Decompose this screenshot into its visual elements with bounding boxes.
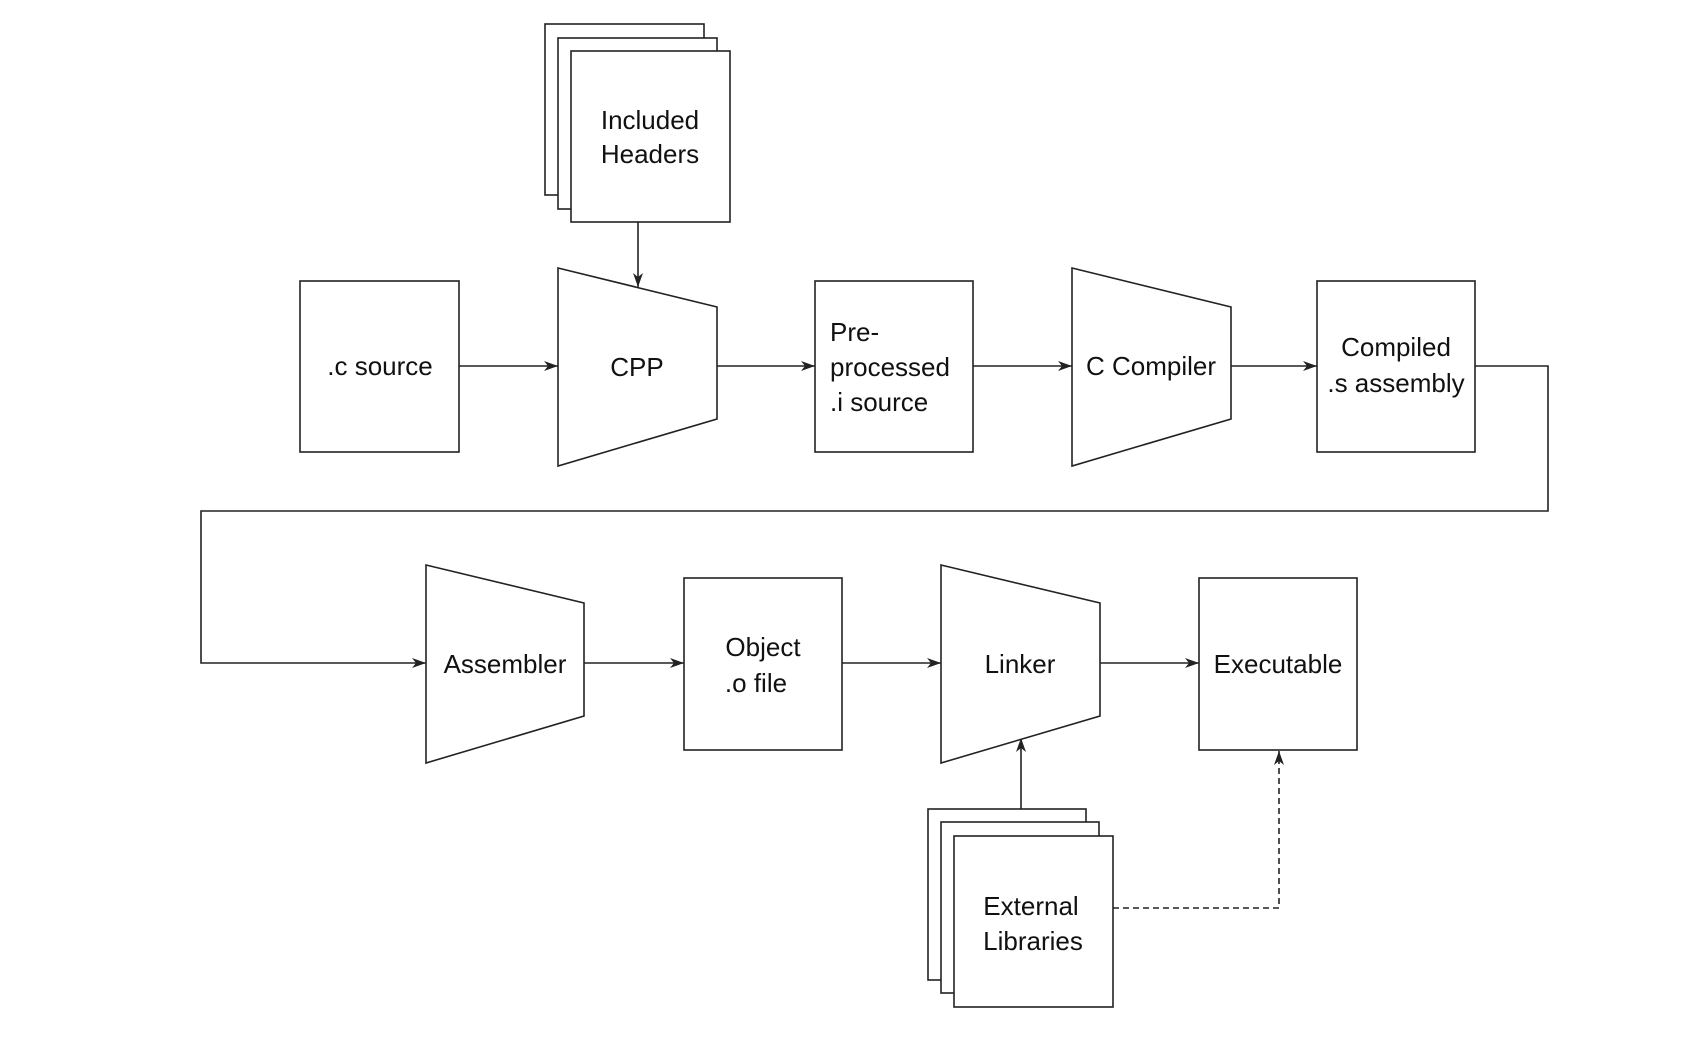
edge-libraries-to-executable [1113,751,1284,909]
document-front-sheet [953,835,1114,1008]
compiled-label-line-1: Compiled [1341,332,1451,362]
preprocessed-box [814,280,974,453]
preprocessed-label-line-1: Pre- [830,317,879,347]
executable-label: Executable [1214,649,1343,679]
external-libraries-node: External Libraries [927,808,1114,1008]
assembler-label: Assembler [444,649,567,679]
compiled-box [1316,280,1476,453]
cpp-node: CPP [557,266,718,468]
executable-node: Executable [1198,577,1358,751]
cpp-label: CPP [610,352,663,382]
preprocessed-label-line-3: .i source [830,387,928,417]
document-front-sheet [570,50,731,223]
included-headers-label-line-1: Included [601,105,699,135]
c-source-node: .c source [299,280,460,453]
compiled-node: Compiled .s assembly [1316,280,1476,453]
preprocessed-label-line-2: processed [830,352,950,382]
linker-trapezoid [940,563,1101,765]
included-headers-node: Included Headers [544,23,731,223]
c-compiler-label: C Compiler [1086,351,1216,381]
c-source-label: .c source [327,351,433,381]
object-node: Object .o file [683,577,843,751]
executable-box [1198,577,1358,751]
connectors [200,221,1549,909]
edge-compiled-to-assembler [200,365,1549,668]
c-compiler-node: C Compiler [1071,266,1232,468]
c-source-box [299,280,460,453]
compiled-label-line-2: .s assembly [1327,368,1464,398]
cpp-trapezoid [557,266,718,468]
preprocessed-node: Pre- processed .i source [814,280,974,453]
object-label-line-1: Object [725,632,801,662]
external-libraries-label-line-1: External [983,891,1078,921]
external-libraries-label-line-2: Libraries [983,926,1083,956]
object-box [683,577,843,751]
c-compiler-trapezoid [1071,266,1232,468]
linker-label: Linker [985,649,1056,679]
included-headers-label-line-2: Headers [601,139,699,169]
object-label-line-2: .o file [725,668,787,698]
assembler-node: Assembler [425,563,585,765]
assembler-trapezoid [425,563,585,765]
linker-node: Linker [940,563,1101,765]
